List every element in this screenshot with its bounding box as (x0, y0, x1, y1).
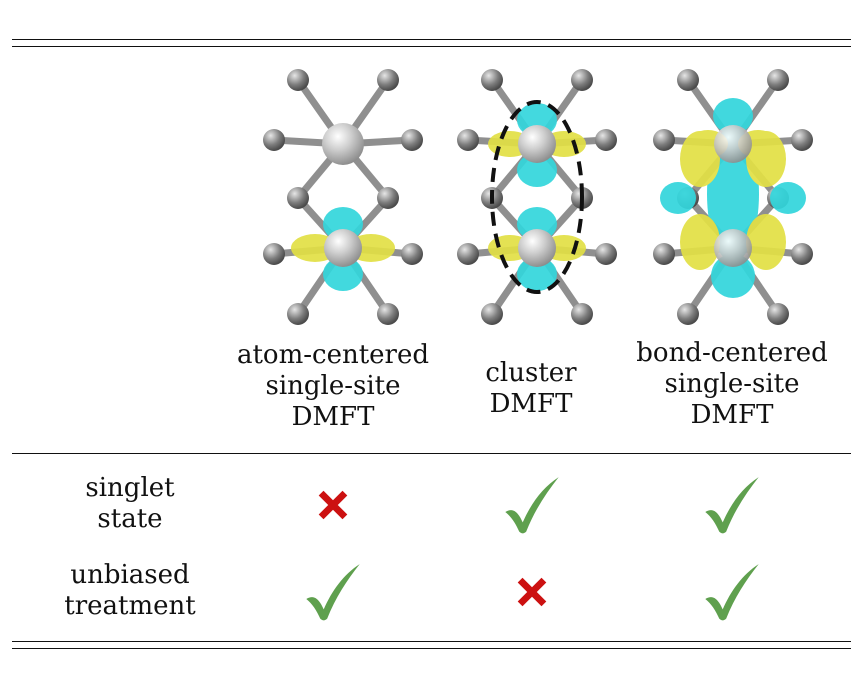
top-rule-2 (12, 46, 851, 47)
cross-icon (517, 577, 547, 607)
cluster-boundary (490, 100, 584, 294)
cross-icon (318, 490, 348, 520)
column-header-line: bond-centered (636, 338, 828, 368)
atom-centered-structure (258, 64, 428, 336)
check-icon (705, 564, 759, 621)
column-header-line: DMFT (690, 400, 774, 430)
row-label-unbiased-treatment: unbiased treatment (40, 560, 220, 622)
header-rule (12, 453, 851, 454)
column-header-line: DMFT (291, 402, 375, 432)
column-header-line: single-site (265, 371, 401, 401)
bottom-rule-2 (12, 648, 851, 649)
column-header-cluster: cluster DMFT (426, 358, 636, 420)
check-icon (705, 477, 759, 534)
row-label-line: treatment (64, 591, 196, 621)
bottom-rule-1 (12, 641, 851, 642)
column-header-line: single-site (664, 369, 800, 399)
column-header-line: DMFT (489, 389, 573, 419)
row-label-line: unbiased (70, 560, 190, 590)
row-label-line: singlet (85, 473, 175, 503)
row-label-line: state (97, 504, 163, 534)
top-rule-1 (12, 39, 851, 40)
check-icon (306, 564, 360, 621)
row-label-singlet-state: singlet state (40, 473, 220, 535)
check-icon (505, 477, 559, 534)
column-header-line: cluster (485, 358, 577, 388)
bond-centered-structure (648, 64, 818, 336)
column-header-line: atom-centered (236, 340, 430, 370)
column-header-atom-centered: atom-centered single-site DMFT (228, 340, 438, 433)
cluster-structure (452, 64, 622, 336)
column-header-bond-centered: bond-centered single-site DMFT (627, 338, 837, 431)
